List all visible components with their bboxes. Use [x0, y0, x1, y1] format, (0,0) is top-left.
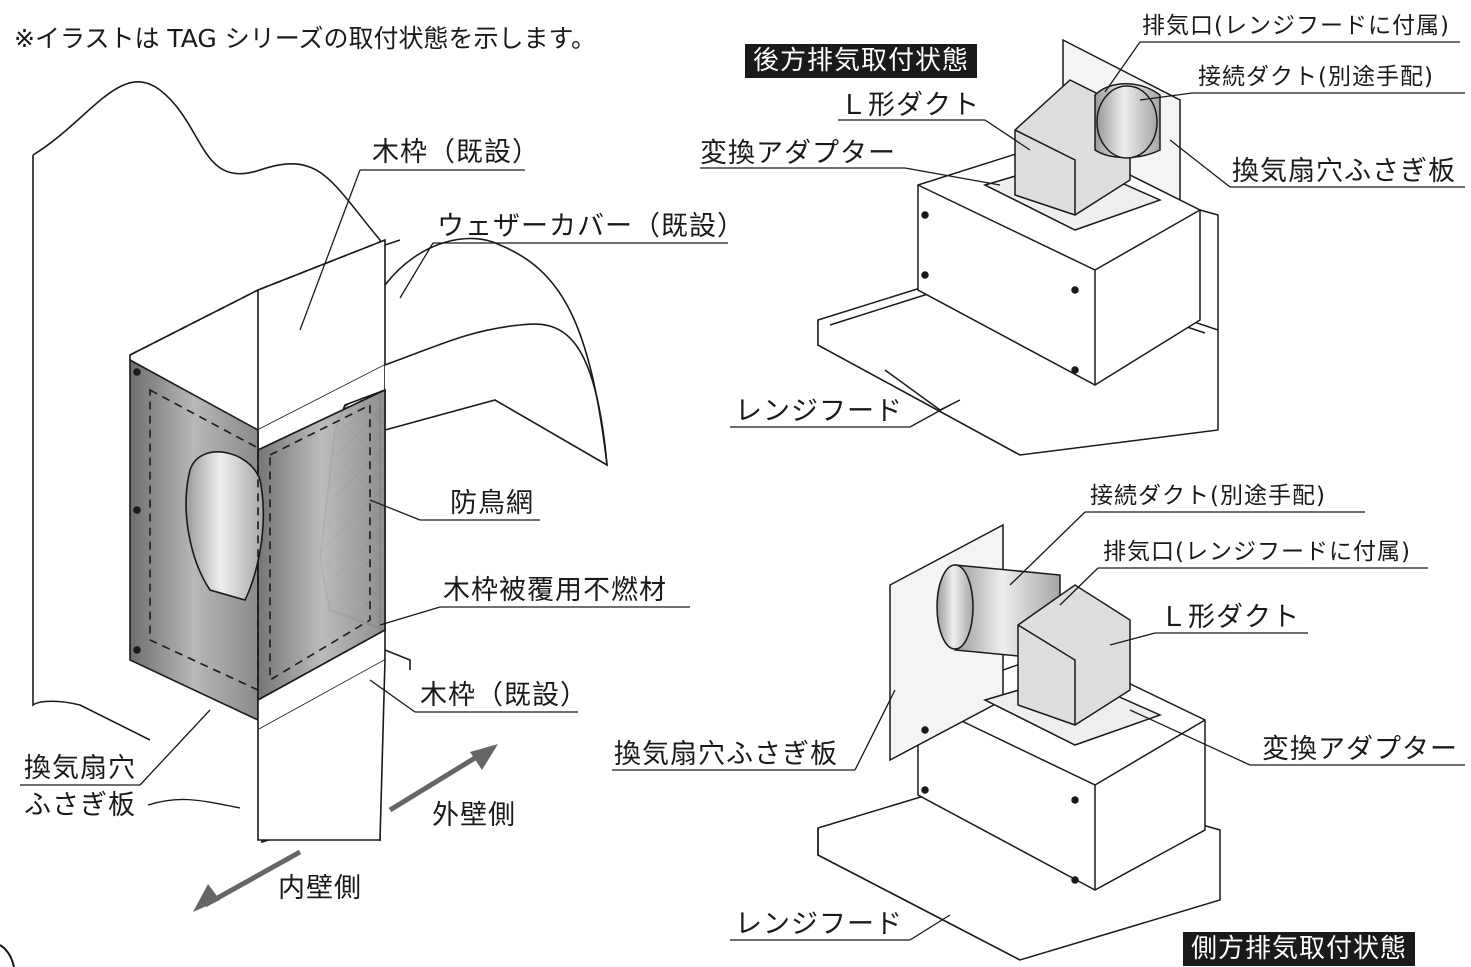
side-exhaust-title: 側方排気取付状態: [1183, 932, 1416, 966]
label-side-adapter: 変換アダプター: [1262, 734, 1458, 765]
outer-arrow-head: [470, 744, 498, 770]
illustration-note: ※イラストは TAG シリーズの取付状態を示します。: [14, 24, 596, 53]
inner-arrow-head: [193, 884, 220, 912]
rear-exhaust-title: 後方排気取付状態: [745, 44, 978, 78]
label-rear-adapter: 変換アダプター: [700, 138, 896, 169]
label-noncombustible: 木枠被覆用不燃材: [443, 575, 667, 606]
label-rear-connect-duct: 接続ダクト(別途手配): [1198, 64, 1434, 90]
label-rear-range-hood: レンジフード: [735, 396, 903, 427]
corner-arc: [0, 944, 15, 967]
label-wood-frame-top: 木枠（既設）: [372, 137, 540, 168]
label-side-connect-duct: 接続ダクト(別途手配): [1090, 483, 1326, 509]
label-side-exhaust-port: 排気口(レンジフードに付属): [1103, 539, 1411, 565]
label-weather-cover: ウェザーカバー（既設）: [437, 211, 745, 242]
rear-exhaust-diagram: [817, 38, 1219, 456]
label-wood-frame-bottom: 木枠（既設）: [420, 680, 588, 711]
label-closing-plate-line2: ふさぎ板: [24, 790, 136, 821]
side-leader-lines: [612, 511, 1465, 941]
label-rear-exhaust-port: 排気口(レンジフードに付属): [1142, 13, 1450, 39]
side-exhaust-diagram: [817, 523, 1221, 961]
label-inner-wall: 内壁側: [278, 873, 362, 904]
label-rear-l-duct: Ｌ形ダクト: [840, 90, 980, 121]
label-closing-plate-line1: 換気扇穴: [24, 753, 136, 784]
label-side-l-duct: Ｌ形ダクト: [1160, 602, 1300, 633]
left-leader-lines: [20, 169, 728, 809]
rear-leader-lines: [700, 41, 1465, 428]
wall-direction-arrows: [193, 744, 498, 912]
label-side-closing-plate: 換気扇穴ふさぎ板: [614, 739, 838, 770]
label-outer-wall: 外壁側: [432, 800, 516, 831]
label-bird-net: 防鳥網: [450, 488, 534, 519]
left-wall-diagram: [32, 81, 608, 844]
label-side-range-hood: レンジフード: [735, 909, 903, 940]
label-rear-closing-plate: 換気扇穴ふさぎ板: [1232, 156, 1456, 187]
